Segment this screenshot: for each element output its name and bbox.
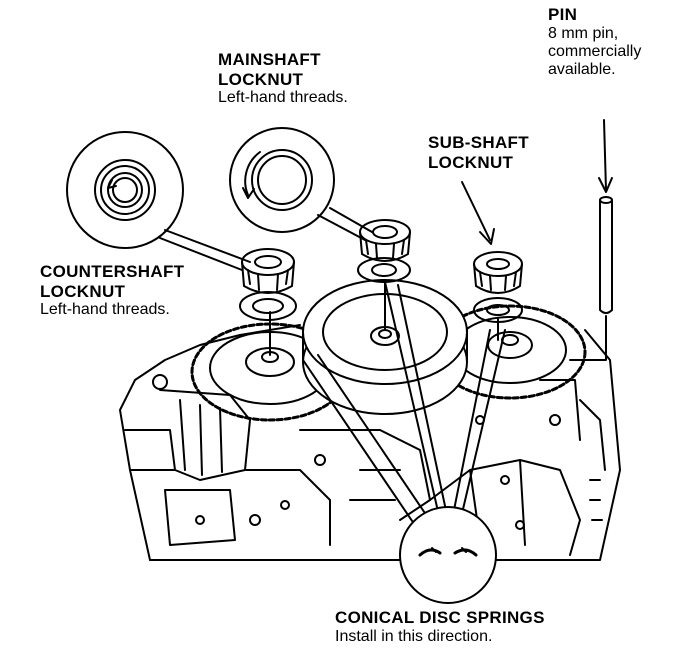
pin-part	[569, 119, 613, 361]
pin-note-1: 8 mm pin,	[548, 24, 619, 42]
conical-disc-springs-label: CONICAL DISC SPRINGS Install in this dir…	[335, 608, 545, 646]
conical-springs-note: Install in this direction.	[335, 627, 493, 645]
countershaft-title-1: COUNTERSHAFT	[40, 262, 185, 281]
pin-note-2: commercially	[548, 42, 642, 60]
mainshaft-title-2: LOCKNUT	[218, 69, 304, 89]
pin-title: PIN	[548, 5, 578, 24]
mainshaft-note: Left-hand threads.	[218, 89, 348, 107]
main-gear	[302, 279, 468, 415]
mainshaft-nut	[357, 219, 411, 331]
sub-shaft-leader	[461, 181, 495, 245]
conical-springs-detail	[302, 281, 506, 604]
conical-springs-title: CONICAL DISC SPRINGS	[335, 608, 545, 627]
countershaft-title-2: LOCKNUT	[40, 281, 126, 301]
countershaft-detail	[66, 131, 251, 271]
mainshaft-locknut-label: MAINSHAFT LOCKNUT Left-hand threads.	[218, 50, 348, 107]
countershaft-nut	[239, 248, 297, 356]
countershaft-locknut-label: COUNTERSHAFT LOCKNUT Left-hand threads.	[40, 262, 184, 319]
sub-shaft-title-1: SUB-SHAFT	[428, 133, 529, 152]
sub-shaft-title-2: LOCKNUT	[428, 152, 514, 172]
mainshaft-detail	[229, 127, 373, 241]
sub-shaft-nut	[473, 251, 523, 341]
sub-shaft-locknut-label: SUB-SHAFT LOCKNUT	[428, 133, 529, 172]
mainshaft-title-1: MAINSHAFT	[218, 50, 321, 69]
pin-note-3: available.	[548, 61, 616, 79]
pin-label: PIN 8 mm pin, commercially available.	[548, 5, 641, 80]
countershaft-note: Left-hand threads.	[40, 301, 170, 319]
